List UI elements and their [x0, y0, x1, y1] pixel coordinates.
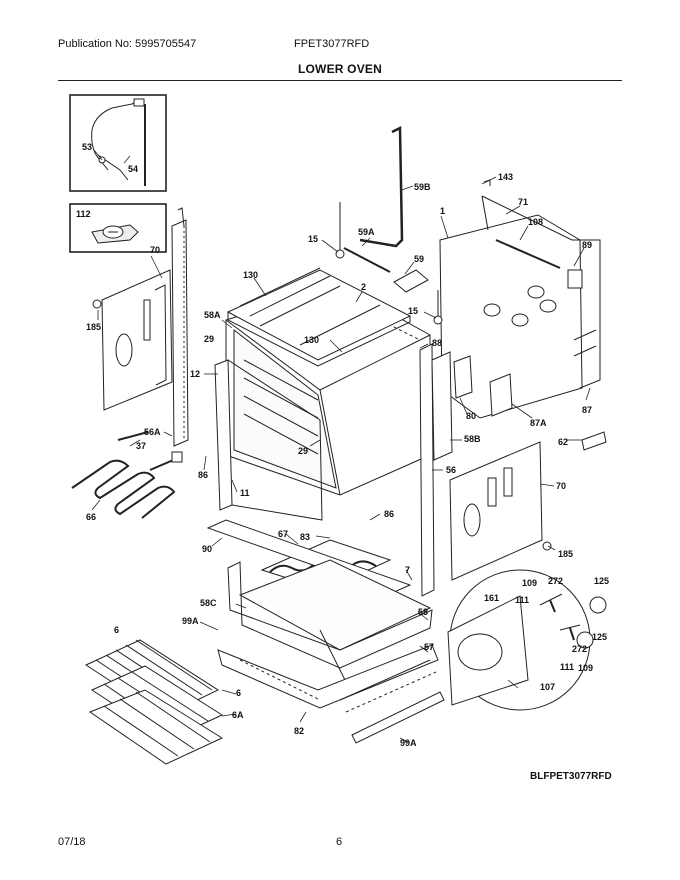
callout-59b: 59B: [414, 182, 431, 192]
callout-88: 88: [432, 338, 442, 348]
callout-161: 161: [484, 593, 499, 603]
model-number: FPET3077RFD: [294, 38, 370, 50]
convection-fan-assembly: [447, 569, 607, 711]
inset-thermal-switch: [69, 203, 167, 253]
callout-67: 67: [278, 529, 288, 539]
callout-15-top: 15: [308, 234, 318, 244]
callout-83: 83: [300, 532, 310, 542]
callout-1: 1: [440, 206, 445, 216]
callout-56a: 56A: [144, 427, 161, 437]
footer-date: 07/18: [58, 836, 86, 848]
callout-62: 62: [558, 437, 568, 447]
callout-66: 66: [86, 512, 96, 522]
callout-57: 57: [424, 642, 434, 652]
right-side-panel: [449, 441, 543, 581]
vent-tube: [343, 125, 429, 293]
diagram-code: BLFPET3077RFD: [530, 771, 612, 782]
callout-70-right: 70: [556, 481, 566, 491]
callout-59: 59: [414, 254, 424, 264]
callout-53: 53: [82, 142, 92, 152]
callout-12: 12: [190, 369, 200, 379]
oven-racks: [84, 639, 224, 765]
top-shield: [226, 267, 412, 367]
door-frame: [214, 359, 323, 521]
leader-lines: [91, 149, 591, 743]
callout-112: 112: [76, 209, 91, 219]
callout-58: 58: [418, 607, 428, 617]
rear-wall: [439, 195, 601, 419]
callout-125-bottom: 125: [592, 632, 607, 642]
callout-99a-left: 99A: [182, 616, 199, 626]
callout-58b: 58B: [464, 434, 481, 444]
header-rule: [58, 80, 622, 81]
callout-7: 7: [405, 565, 410, 575]
callout-15-mid: 15: [408, 306, 418, 316]
callout-185-right: 185: [558, 549, 573, 559]
callout-29-top: 29: [204, 334, 214, 344]
callout-70-left: 70: [150, 245, 160, 255]
callout-58c: 58C: [200, 598, 217, 608]
callout-185-left: 185: [86, 322, 101, 332]
callout-109-top: 109: [522, 578, 537, 588]
callout-90: 90: [202, 544, 212, 554]
callout-59a: 59A: [358, 227, 375, 237]
left-frame-rail: [171, 207, 189, 447]
callout-80: 80: [466, 411, 476, 421]
right-frame-rail: [419, 343, 435, 597]
callout-89: 89: [582, 240, 592, 250]
callout-2: 2: [361, 282, 366, 292]
callout-130-top: 130: [243, 270, 258, 280]
callout-272-bottom: 272: [572, 644, 587, 654]
bake-element: [71, 451, 183, 519]
bottom-pan: [227, 559, 433, 681]
left-side-panel: [101, 269, 173, 411]
callout-86-right: 86: [384, 509, 394, 519]
callout-71: 71: [518, 197, 528, 207]
callout-130-mid: 130: [304, 335, 319, 345]
callout-58a: 58A: [204, 310, 221, 320]
callout-6a: 6A: [232, 710, 244, 720]
callout-109-bottom: 109: [578, 663, 593, 673]
callout-11: 11: [240, 488, 250, 498]
callout-54: 54: [128, 164, 138, 174]
publication-number: Publication No: 5995705547: [58, 38, 197, 50]
callout-6: 6: [114, 625, 119, 635]
page-number: 6: [336, 836, 343, 848]
callout-272-top: 272: [548, 576, 563, 586]
small-parts: [92, 179, 607, 551]
callout-6-mid: 6: [236, 688, 241, 698]
rear-brackets: [431, 351, 513, 461]
base-frame: [217, 644, 445, 744]
callout-37: 37: [136, 441, 146, 451]
callout-111-bottom: 111: [560, 662, 574, 672]
callout-111-top: 111: [515, 595, 529, 605]
callout-87a: 87A: [530, 418, 547, 428]
callout-87: 87: [582, 405, 592, 415]
callout-labels: 53 54 112 70 185 59B 15 59A 59 130 2 58A…: [76, 142, 609, 748]
page-title: LOWER OVEN: [297, 62, 382, 76]
callout-56: 56: [446, 465, 456, 475]
callout-107: 107: [540, 682, 555, 692]
callout-99a-right: 99A: [400, 738, 417, 748]
callout-82: 82: [294, 726, 304, 736]
callout-108: 108: [528, 217, 543, 227]
callout-143: 143: [498, 172, 513, 182]
callout-86-left: 86: [198, 470, 208, 480]
callout-125-top: 125: [594, 576, 609, 586]
callout-29-mid: 29: [298, 446, 308, 456]
